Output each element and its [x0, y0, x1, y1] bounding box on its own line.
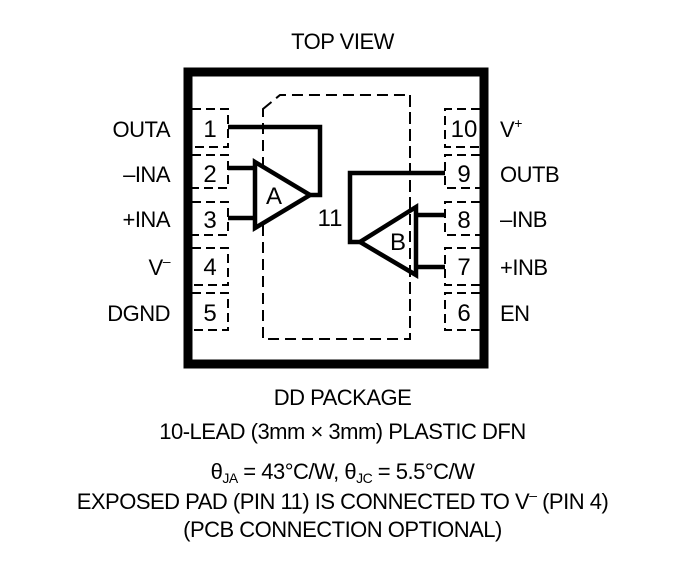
exposed-pad-number: 11 [318, 205, 343, 232]
pin-number-5: 5 [203, 300, 216, 327]
package-name: DD PACKAGE [273, 385, 412, 410]
amp-a-label: A [266, 183, 282, 210]
pin-label-outa: OUTA [112, 117, 171, 142]
pin-label-plus-ina: +INA [122, 207, 170, 232]
pin-number-4: 4 [203, 254, 216, 281]
pin-number-3: 3 [203, 207, 216, 234]
pin-number-1: 1 [203, 116, 216, 143]
pin-8-pad [444, 201, 480, 236]
pin-label-en: EN [500, 301, 530, 326]
top-view-title: TOP VIEW [291, 29, 394, 54]
amp-a-output-wire [228, 124, 323, 198]
pin-9-pad [444, 154, 480, 189]
pin-label-dgnd: DGND [107, 301, 170, 326]
pin-6-pad [444, 292, 480, 331]
amp-b-label: B [390, 229, 406, 256]
pin-2-pad [192, 154, 229, 189]
package-outline [183, 67, 489, 369]
package-description: 10-LEAD (3mm × 3mm) PLASTIC DFN [159, 419, 526, 444]
pin-5-pad [192, 292, 229, 331]
pin-3-pad [192, 201, 229, 236]
amp-b-output-wire [347, 170, 445, 245]
pin-label-v-minus: V– [148, 253, 171, 280]
pin-label-outb: OUTB [500, 162, 560, 187]
amplifier-b-triangle [355, 202, 419, 279]
pin-number-10: 10 [451, 116, 478, 143]
pin-10-pad [444, 108, 480, 148]
exposed-pad-note: EXPOSED PAD (PIN 11) IS CONNECTED TO V– … [76, 487, 609, 514]
pin-4-pad [192, 247, 229, 286]
pin-number-7: 7 [457, 254, 470, 281]
thermal-resistance: θJA = 43°C/W, θJC = 5.5°C/W [210, 459, 475, 486]
pin-number-9: 9 [457, 161, 470, 188]
pin-number-6: 6 [457, 300, 470, 327]
pin-number-8: 8 [457, 207, 470, 234]
pin-number-2: 2 [203, 161, 216, 188]
pcb-connection-note: (PCB CONNECTION OPTIONAL) [183, 517, 502, 542]
pin-1-pad [192, 108, 229, 148]
pin-label-v-plus: V+ [500, 115, 522, 142]
pin-7-pad [444, 247, 480, 286]
pin-label-plus-inb: +INB [500, 255, 548, 280]
pin-label-minus-ina: –INA [123, 162, 170, 187]
pin-label-minus-inb: –INB [500, 207, 547, 232]
amplifier-a-triangle [252, 158, 315, 232]
